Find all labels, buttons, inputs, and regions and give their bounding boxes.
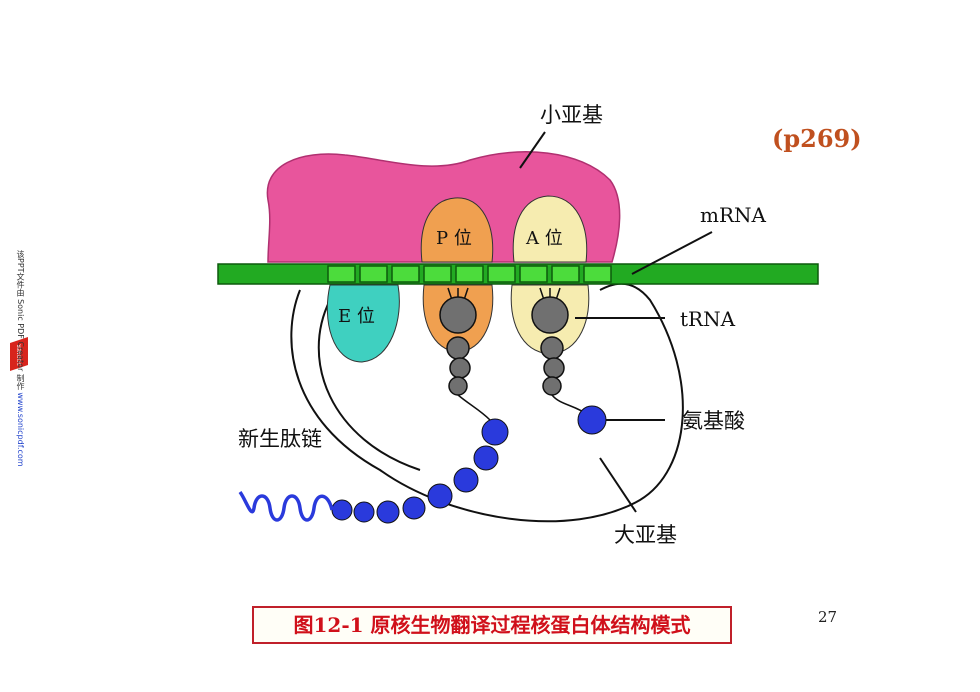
mrna-codons: [327, 265, 612, 283]
trna-bead: [540, 336, 564, 360]
trna-bead: [446, 336, 470, 360]
peptide-helix: [238, 490, 334, 522]
label-trna: tRNA: [680, 307, 736, 331]
p-site-shape: [420, 197, 494, 263]
peptide-bead: [481, 418, 509, 446]
label-large-subunit: 大亚基: [614, 523, 677, 547]
peptide-bead: [453, 467, 479, 493]
leader-large-subunit: [599, 457, 637, 513]
codon: [327, 265, 356, 283]
label-e-site: E 位: [338, 306, 375, 327]
codon: [583, 265, 612, 283]
label-a-site: A 位: [525, 228, 563, 249]
codon: [455, 265, 484, 283]
watermark-link[interactable]: www.sonicpdf.com: [16, 392, 25, 467]
codon: [519, 265, 548, 283]
codon: [391, 265, 420, 283]
figure-caption: 图12-1 原核生物翻译过程核蛋白体结构模式: [252, 606, 732, 644]
peptide-chain: [331, 418, 509, 524]
trna-head: [531, 296, 569, 334]
peptide-bead: [427, 483, 453, 509]
label-amino-acid: 氨基酸: [682, 409, 745, 433]
trna-p: [439, 287, 477, 396]
peptide-bead: [376, 500, 400, 524]
leader-small-subunit: [519, 131, 546, 169]
trna-bead: [449, 357, 471, 379]
label-mrna: mRNA: [700, 203, 767, 227]
peptide-bead: [473, 445, 499, 471]
codon: [423, 265, 452, 283]
amino-acid-bead: [577, 405, 607, 435]
codon: [487, 265, 516, 283]
watermark-text: 该PPT文件由 Sonic PDF Creator 制作 www.sonicpd…: [14, 250, 26, 490]
trna-bead: [543, 357, 565, 379]
a-site-shape: [512, 195, 588, 263]
peptide-bead: [402, 496, 426, 520]
trna-bead: [448, 376, 468, 396]
watermark-logo: SOONER: [10, 337, 28, 371]
watermark-logo-mark: [10, 337, 28, 371]
page-number: 27: [818, 608, 838, 626]
trna-head: [439, 296, 477, 334]
trna-bead: [542, 376, 562, 396]
leader-mrna: [631, 231, 713, 275]
e-site-shape: [326, 284, 400, 363]
label-p-site: P 位: [436, 228, 472, 249]
codon: [359, 265, 388, 283]
peptide-bead: [353, 501, 375, 523]
trna-a: [531, 287, 569, 396]
page-reference: (p269): [772, 124, 862, 153]
large-subunit-outline: [290, 282, 684, 523]
trna-p-tail: [457, 394, 491, 421]
watermark-logo-text: SOONER: [17, 344, 23, 366]
label-nascent-peptide: 新生肽链: [238, 427, 322, 451]
leader-lines: [519, 131, 713, 513]
mrna-strand: [217, 263, 819, 285]
peptide-bead: [331, 499, 353, 521]
codon: [551, 265, 580, 283]
watermark-caption: 该PPT文件由 Sonic PDF Creator 制作: [16, 250, 25, 390]
label-small-subunit: 小亚基: [540, 103, 603, 127]
large-subunit-inner-line: [317, 299, 421, 471]
